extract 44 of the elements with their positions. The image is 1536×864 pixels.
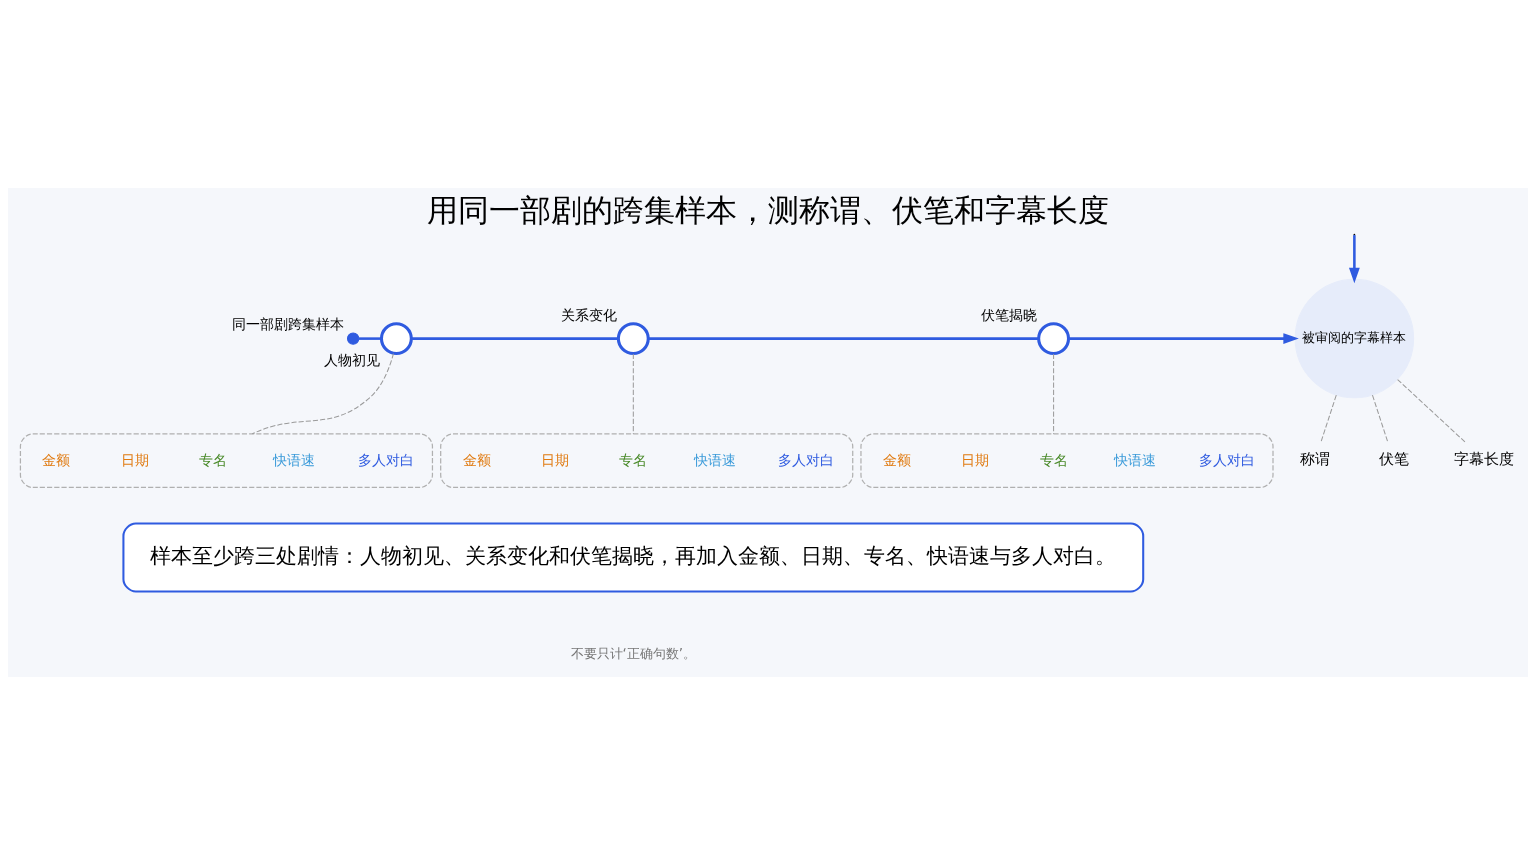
node-text: 专名	[1039, 450, 1068, 467]
arrow	[1348, 234, 1360, 283]
diagram-title: 用同一部剧的跨集样本，测称谓、伏笔和字幕长度	[427, 191, 1109, 228]
node-text: 专名	[199, 450, 228, 467]
connector	[1320, 394, 1337, 442]
connector	[358, 336, 382, 340]
connector	[1053, 352, 1055, 434]
cluster	[440, 432, 854, 488]
node-box: 样本至少跨三处剧情：人物初见、关系变化和伏笔揭晓，再加入金额、日期、专名、快语速与多人对白。	[122, 522, 1145, 593]
node-text: 日期	[961, 450, 990, 467]
connector	[632, 352, 634, 434]
node-text: 称谓	[1300, 449, 1331, 468]
node-circle	[1037, 321, 1071, 355]
node-circle	[379, 321, 413, 355]
connector	[1397, 378, 1466, 442]
node-text: 专名	[619, 450, 648, 467]
cluster	[19, 432, 434, 488]
node-circle	[616, 321, 650, 355]
node-circle: 被审阅的字幕样本	[1294, 278, 1415, 398]
node-label: 伏笔揭晓	[980, 306, 1037, 323]
node-text: 日期	[541, 450, 570, 467]
node-text: 金额	[883, 450, 912, 467]
node-label: 同一部剧跨集样本	[232, 315, 345, 332]
node-text: 多人对白	[358, 450, 415, 467]
connector	[411, 336, 619, 340]
connector	[1371, 394, 1389, 442]
connector	[251, 352, 394, 434]
node-text: 金额	[462, 450, 491, 467]
node-text: 伏笔	[1378, 449, 1409, 468]
node-text: 字幕长度	[1454, 449, 1515, 468]
node-text: 多人对白	[1198, 450, 1255, 467]
label: 不要只计‘正确句数’。	[570, 645, 697, 661]
node-label: 关系变化	[560, 306, 617, 323]
node-text: 快语速	[1113, 450, 1156, 467]
node-text: 金额	[42, 450, 71, 467]
node-label: 人物初见	[323, 351, 380, 368]
node-text: 快语速	[273, 450, 316, 467]
arrow	[1068, 332, 1299, 344]
node-text: 多人对白	[778, 450, 835, 467]
node-text: 快语速	[693, 450, 736, 467]
node-circle	[346, 331, 360, 345]
cluster	[860, 432, 1274, 488]
node-text: 日期	[120, 450, 149, 467]
connector	[648, 336, 1039, 340]
